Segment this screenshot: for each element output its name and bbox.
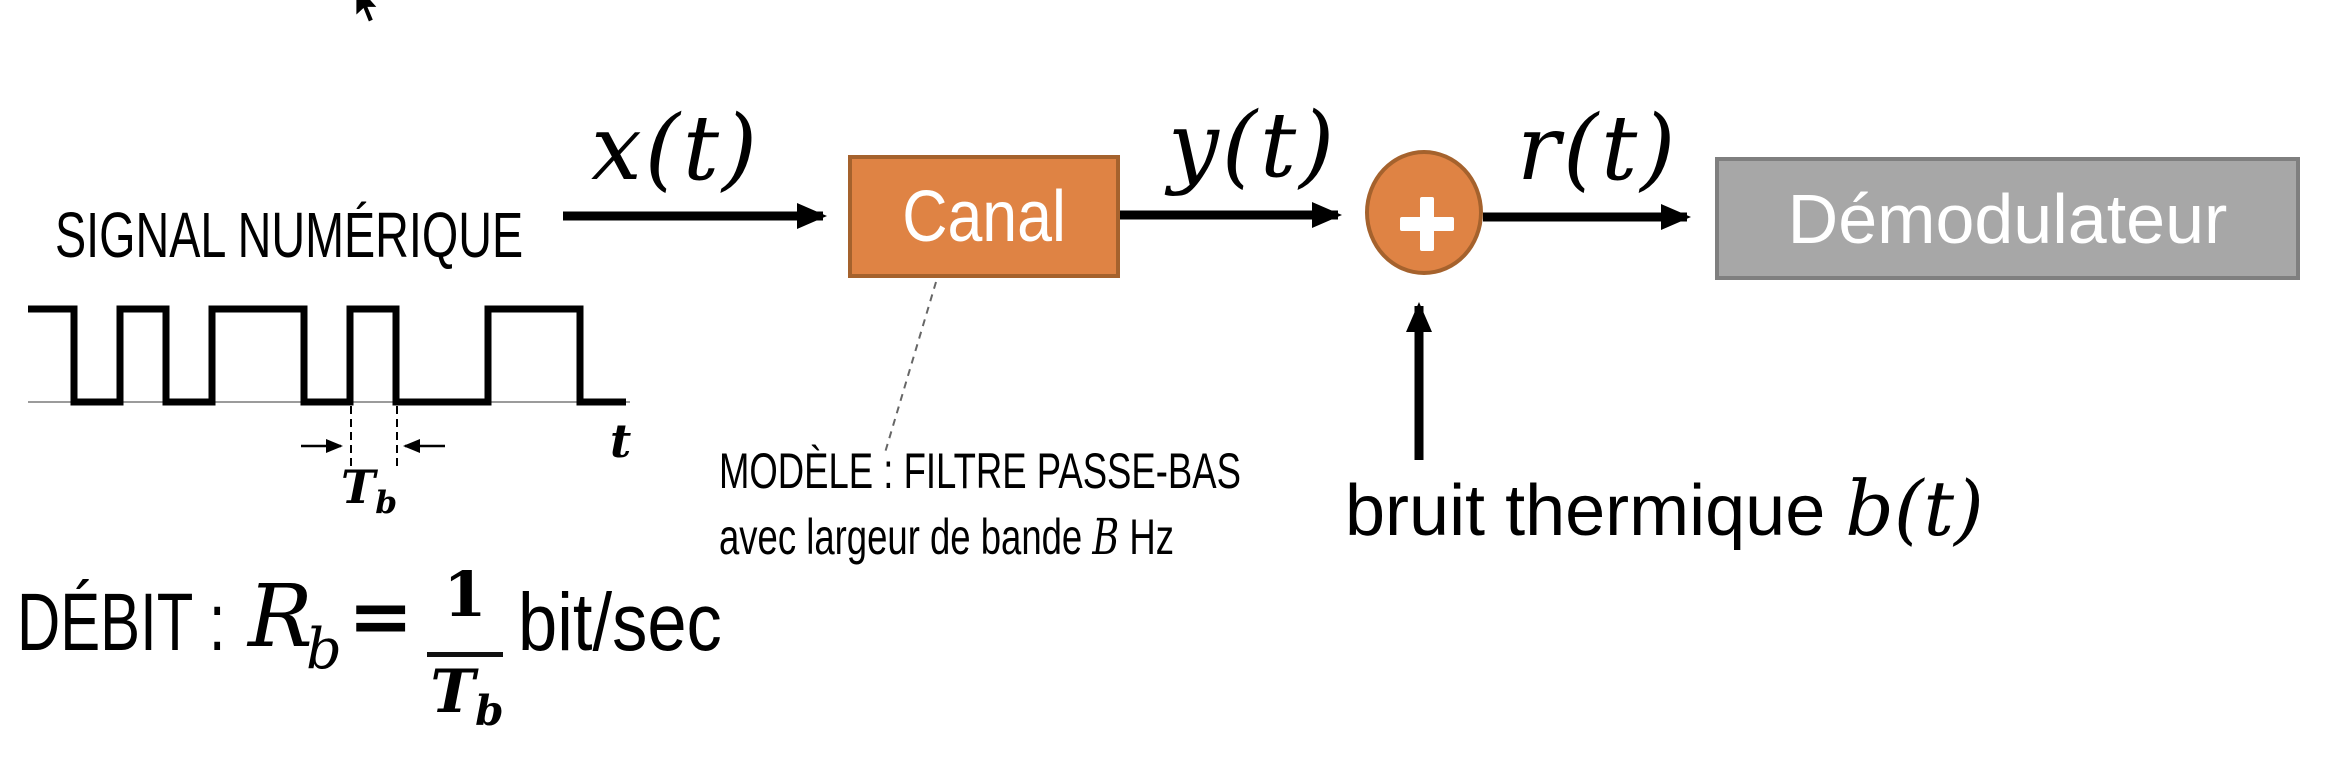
rate-prefix: DÉBIT : (17, 577, 226, 668)
digital-waveform (28, 305, 626, 406)
rate-subscript: b (306, 617, 342, 682)
rate-symbol: R (248, 567, 313, 667)
equals-sign: = (348, 571, 414, 662)
dashed-callout-line (883, 281, 937, 457)
fraction-bar (427, 652, 503, 657)
channel-model-note: MODÈLE : FILTRE PASSE-BAS avec largeur d… (719, 438, 1434, 570)
fraction-numerator: 1 (443, 558, 487, 631)
demodulator-block-label: Démodulateur (1787, 179, 2228, 258)
noise-symbol: b(t) (1845, 464, 1984, 553)
cursor-pointer-icon (354, 0, 381, 25)
noise-label-text: bruit thermique (1345, 471, 1846, 551)
demodulator-block: Démodulateur (1715, 157, 2300, 280)
time-axis-label: t (610, 414, 632, 468)
plus-icon (1420, 197, 1434, 251)
adder-node: + (1365, 150, 1483, 275)
fraction-denominator: Tb (430, 657, 504, 735)
source-signal-label: SIGNAL NUMÉRIQUE (55, 199, 524, 271)
channel-model-note-line2: avec largeur de bande B Hz (719, 508, 1174, 566)
channel-block: Canal (848, 155, 1120, 278)
bit-period-label: Tb (341, 460, 398, 522)
rate-unit: bit/sec (518, 577, 722, 668)
signal-r-label: r(t) (1517, 96, 1679, 201)
bandwidth-symbol: B (1092, 508, 1120, 566)
channel-model-note-line1: MODÈLE : FILTRE PASSE-BAS (719, 443, 1241, 499)
signal-x-label: x(t) (591, 96, 761, 201)
noise-label: bruit thermique b(t) (1345, 464, 1984, 553)
waveform-figure (28, 305, 630, 470)
channel-block-label: Canal (902, 176, 1066, 257)
signal-y-label: y(t) (1168, 93, 1338, 198)
